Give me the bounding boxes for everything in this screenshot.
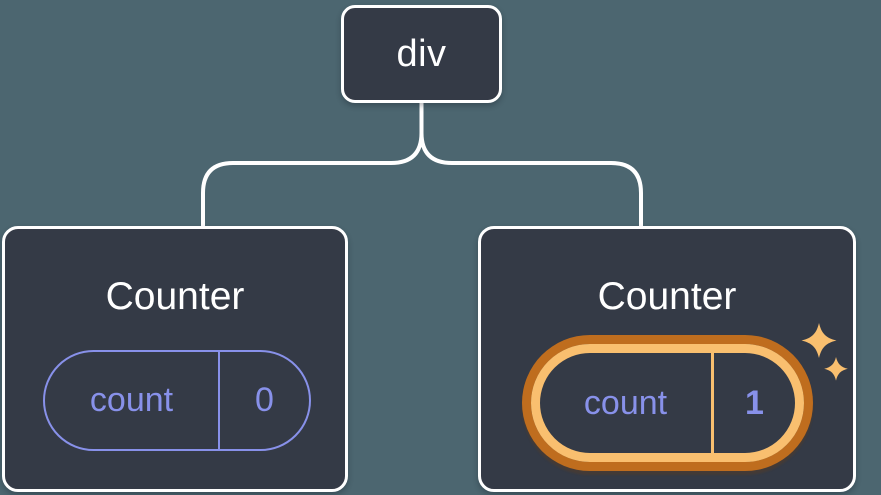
state-pill-count-1-highlighted: count 1 [531,344,804,462]
counter-title: Counter [597,275,737,318]
sparkles-icon [801,323,848,381]
tree-node-counter-right: Counter count 1 [478,226,856,492]
state-value: 1 [745,383,764,422]
tree-node-counter-left: Counter count 0 [2,226,348,492]
state-pill-divider [711,353,714,453]
tree-node-div: div [341,5,502,103]
state-pill-count-0: count 0 [43,350,311,451]
state-key: count [583,383,668,422]
counter-title: Counter [105,275,245,318]
state-value: 0 [255,381,274,419]
root-node-label: div [396,32,447,75]
state-key: count [89,381,174,419]
state-pill-divider [218,352,220,449]
